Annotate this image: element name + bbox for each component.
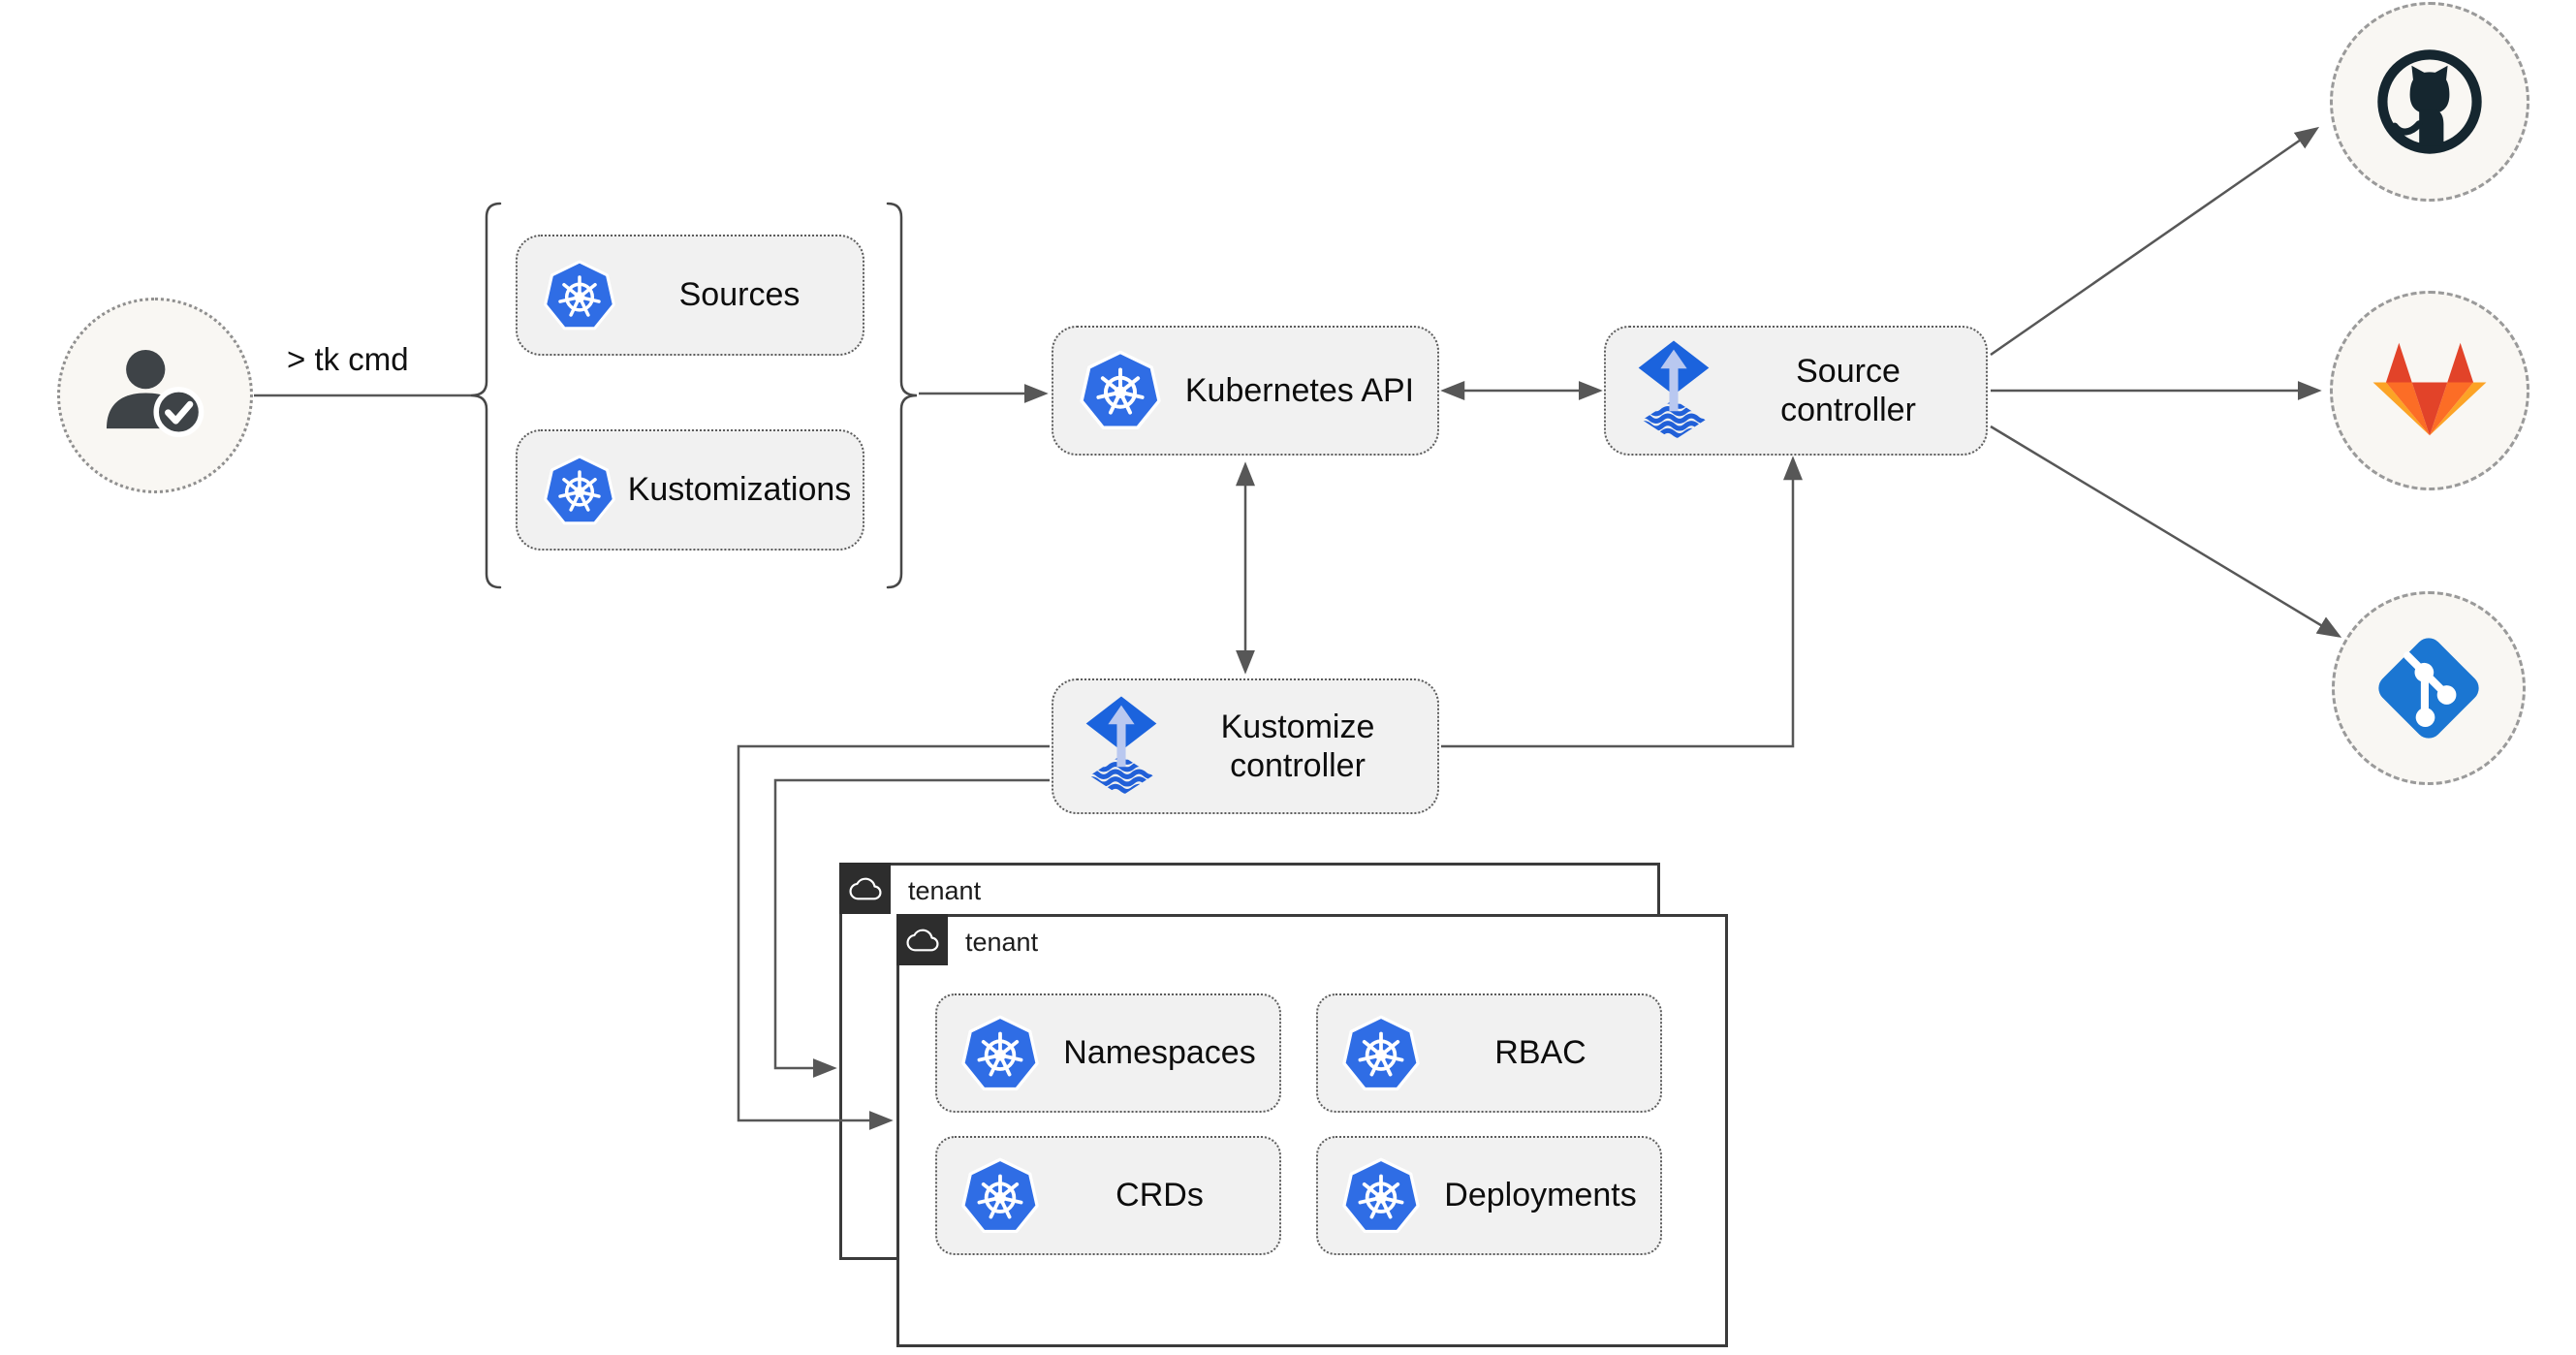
- right-brace: [886, 202, 918, 589]
- kubernetes-api-label: Kubernetes API: [1184, 371, 1415, 409]
- kubernetes-icon: [960, 1156, 1040, 1236]
- github-icon: [2372, 44, 2488, 160]
- github-provider: [2330, 2, 2529, 202]
- git-icon: [2372, 632, 2485, 744]
- kubernetes-icon: [543, 259, 616, 332]
- cloud-icon: [839, 863, 891, 914]
- tenant-container-front: tenant Namespaces RBAC CRDs Deployments: [896, 914, 1728, 1347]
- user-check-icon: [96, 336, 214, 455]
- tk-command-label: > tk cmd: [287, 341, 409, 377]
- kustomize-controller-label: Kustomize controller: [1220, 708, 1375, 784]
- source-to-git-arrow: [1990, 425, 2342, 638]
- crds-label: CRDs: [1115, 1177, 1204, 1214]
- kubernetes-icon: [1341, 1156, 1421, 1236]
- left-brace: [470, 202, 502, 589]
- sources-label: Sources: [678, 276, 801, 314]
- namespaces-node: Namespaces: [935, 993, 1281, 1113]
- crds-node: CRDs: [935, 1136, 1281, 1255]
- rbac-label: RBAC: [1494, 1034, 1586, 1072]
- rbac-node: RBAC: [1316, 993, 1662, 1113]
- cloud-icon: [896, 914, 948, 965]
- kubernetes-icon: [960, 1014, 1040, 1093]
- gitlab-icon: [2371, 336, 2489, 445]
- kustomize-to-source-arrow: [1441, 456, 1803, 748]
- tenant-back-label: tenant: [908, 876, 982, 905]
- kubernetes-icon: [1341, 1014, 1421, 1093]
- source-to-github-arrow: [1990, 126, 2320, 357]
- flux-icon: [1084, 695, 1158, 798]
- operator-avatar: [57, 298, 253, 493]
- gitlab-provider: [2330, 291, 2529, 490]
- deployments-node: Deployments: [1316, 1136, 1662, 1255]
- kubernetes-icon: [1079, 349, 1162, 432]
- tenant-front-label: tenant: [965, 928, 1039, 957]
- flux-icon: [1637, 339, 1711, 442]
- deployments-label: Deployments: [1444, 1177, 1637, 1214]
- kubernetes-api-node: Kubernetes API: [1052, 326, 1439, 456]
- git-provider: [2332, 591, 2526, 785]
- kustomizations-node: Kustomizations: [516, 429, 864, 551]
- kustomizations-label: Kustomizations: [627, 471, 852, 509]
- kustomize-controller-node: Kustomize controller: [1052, 678, 1439, 814]
- source-controller-label: Source controller: [1780, 352, 1916, 428]
- kubernetes-icon: [543, 454, 616, 527]
- sources-node: Sources: [516, 235, 864, 356]
- namespaces-label: Namespaces: [1063, 1034, 1256, 1072]
- source-controller-node: Source controller: [1604, 326, 1988, 456]
